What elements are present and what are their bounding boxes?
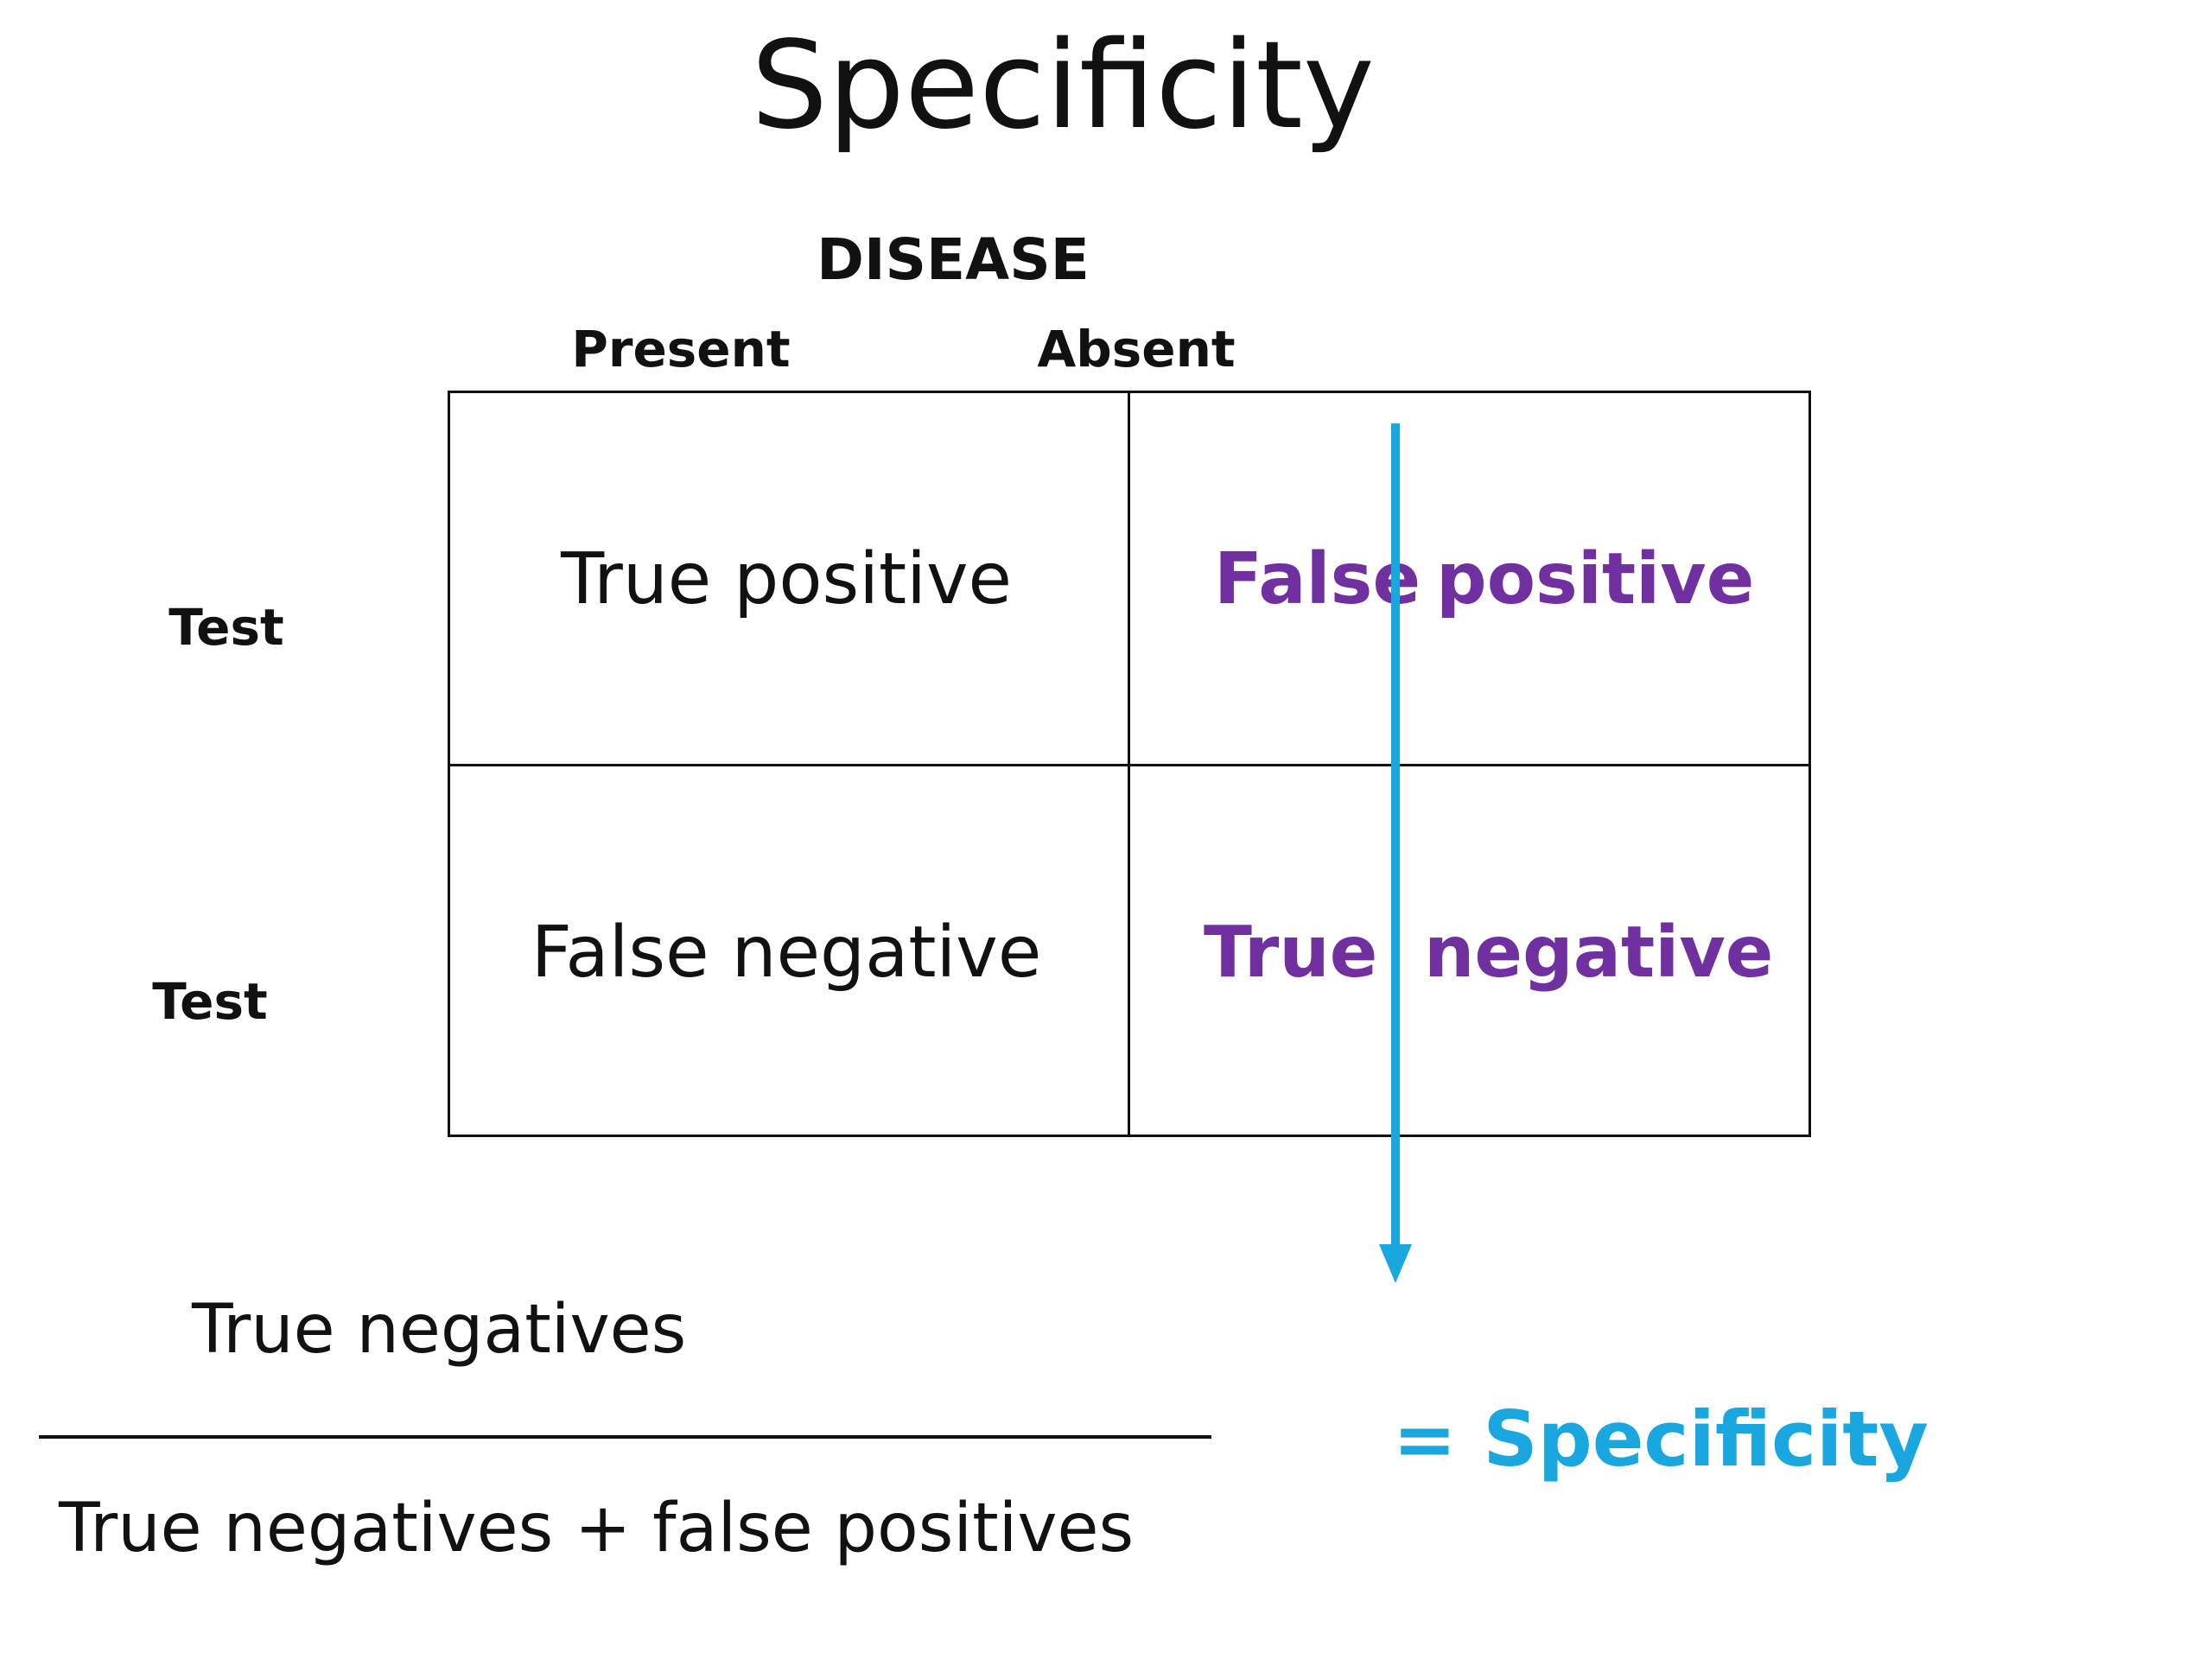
cell-true-negative-right: negative [1424, 912, 1774, 994]
table-horizontal-divider [448, 764, 1811, 766]
formula-numerator: True negatives [192, 1291, 687, 1369]
cell-true-positive: True positive [561, 538, 1012, 620]
disease-header: DISEASE [817, 226, 1090, 293]
formula-denominator: True negatives + false positives [59, 1490, 1135, 1567]
formula-result: = Specificity [1393, 1395, 1929, 1484]
row-test-top-label: Test [168, 598, 284, 657]
down-arrow-icon [1379, 423, 1412, 1283]
page-title: Specificity [751, 16, 1375, 156]
column-present-label: Present [571, 320, 791, 378]
formula-fraction-bar [39, 1435, 1211, 1439]
row-test-bottom-label: Test [152, 972, 268, 1031]
cell-false-positive-right: positive [1436, 538, 1755, 620]
cell-false-positive-left: False [1214, 538, 1421, 620]
column-absent-label: Absent [1037, 320, 1236, 378]
cell-false-negative: False negative [531, 912, 1042, 994]
cell-true-negative-left: True [1204, 912, 1378, 994]
